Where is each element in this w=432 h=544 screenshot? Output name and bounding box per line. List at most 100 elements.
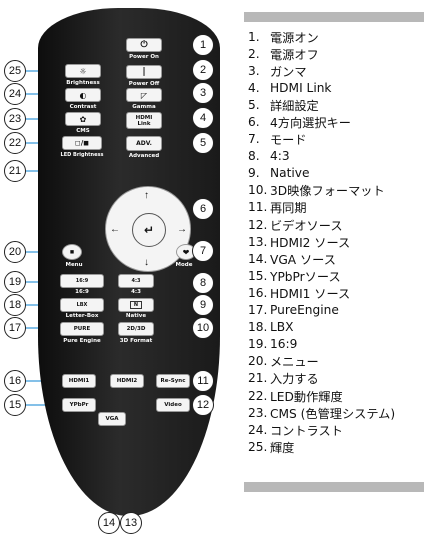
legend-item: 14.VGA ソース (248, 250, 430, 267)
legend-label: HDMI1 ソース (270, 286, 351, 301)
native-caption: Native (125, 313, 147, 319)
native-button[interactable]: N (118, 298, 154, 312)
power-off-button[interactable]: | (126, 65, 162, 79)
legend-number: 1. (248, 29, 260, 44)
legend-number: 22. (248, 388, 268, 403)
arrow-up-icon[interactable]: ↑ (144, 190, 149, 201)
mode-icon: ❤ (182, 247, 190, 257)
pure-engine-button[interactable]: PURE (60, 322, 104, 336)
aspect-4-3-label: 4:3 (131, 278, 141, 284)
legend-number: 14. (248, 251, 268, 266)
contrast-caption: Contrast (69, 104, 97, 110)
legend-item: 21.入力する (248, 370, 430, 387)
callout-20: 20 (4, 241, 26, 263)
legend-label: 詳細設定 (270, 98, 319, 113)
legend-number: 21. (248, 371, 268, 386)
menu-icon: ■ (69, 248, 75, 256)
legend-bottom-bar (244, 482, 424, 492)
legend-item: 18.LBX (248, 319, 430, 336)
mode-caption: Mode (175, 262, 193, 268)
legend-item: 6.4方向選択キー (248, 113, 430, 130)
aspect-4-3-caption: 4:3 (131, 289, 141, 295)
callout-7: 7 (192, 240, 214, 262)
legend-label: 電源オフ (270, 47, 319, 62)
ypbpr-label: YPbPr (69, 402, 89, 408)
legend-number: 3. (248, 63, 260, 78)
resync-button[interactable]: Re-Sync (156, 374, 190, 388)
ypbpr-button[interactable]: YPbPr (62, 398, 96, 412)
callout-9: 9 (192, 294, 214, 316)
gamma-button[interactable]: ◸ (126, 88, 162, 102)
callout-2: 2 (192, 59, 214, 81)
legend-item: 24.コントラスト (248, 421, 430, 438)
native-label: N (129, 301, 143, 309)
legend-item: 16.HDMI1 ソース (248, 284, 430, 301)
legend-label: 16:9 (270, 337, 298, 352)
legend-label: VGA ソース (270, 252, 336, 267)
callout-14: 14 (98, 512, 120, 534)
legend-label: PureEngine (270, 303, 339, 318)
legend-number: 5. (248, 97, 260, 112)
aspect-16-9-button[interactable]: 16:9 (60, 274, 104, 288)
video-button[interactable]: Video (156, 398, 190, 412)
hdmi-link-button[interactable]: HDMI Link (126, 112, 162, 129)
callout-8: 8 (192, 272, 214, 294)
led-brightness-button[interactable]: ◻/◼ (62, 136, 102, 150)
callout-18: 18 (4, 294, 26, 316)
legend-label: ガンマ (270, 64, 307, 79)
power-on-caption: Power On (129, 54, 159, 60)
legend-item: 13.HDMI2 ソース (248, 233, 430, 250)
legend-number: 24. (248, 422, 268, 437)
legend-label: 入力する (270, 372, 319, 387)
contrast-button[interactable]: ◐ (65, 88, 101, 102)
video-label: Video (164, 402, 182, 408)
legend-number: 20. (248, 354, 268, 369)
legend-item: 20.メニュー (248, 353, 430, 370)
menu-button[interactable]: ■ (62, 244, 82, 260)
resync-label: Re-Sync (160, 378, 186, 384)
remote-control: ⏻ Power On | Power Off ◸ Gamma HDMI Link… (38, 8, 220, 516)
hdmi1-label: HDMI1 (68, 378, 90, 384)
legend-item: 2.電源オフ (248, 45, 430, 62)
legend-item: 3. ガンマ (248, 62, 430, 79)
hdmi1-button[interactable]: HDMI1 (62, 374, 96, 388)
legend-number: 19. (248, 337, 268, 352)
enter-button[interactable]: ↵ (132, 213, 166, 247)
vga-button[interactable]: VGA (98, 412, 126, 426)
legend-item: 1.電源オン (248, 28, 430, 45)
legend-item: 17.PureEngine (248, 302, 430, 319)
arrow-right-icon[interactable]: → (177, 224, 187, 235)
advanced-button[interactable]: ADV. (126, 136, 162, 151)
3d-format-caption: 3D Format (119, 338, 153, 344)
legend-number: 6. (248, 115, 260, 130)
brightness-button[interactable]: ☼ (65, 64, 101, 78)
letter-box-caption: Letter-Box (65, 313, 99, 319)
callout-1: 1 (192, 34, 214, 56)
led-brightness-caption: LED Brightness (60, 152, 104, 158)
pure-label: PURE (73, 326, 91, 332)
aspect-16-9-label: 16:9 (75, 278, 89, 284)
legend-list: 1.電源オン 2.電源オフ 3. ガンマ 4.HDMI Link 5. 詳細設定 6… (248, 28, 430, 455)
arrow-left-icon[interactable]: ← (110, 224, 120, 235)
callout-5: 5 (192, 132, 214, 154)
aspect-4-3-button[interactable]: 4:3 (118, 274, 154, 288)
callout-10: 10 (192, 317, 214, 339)
lbx-label: LBX (76, 302, 88, 308)
hdmi2-button[interactable]: HDMI2 (110, 374, 144, 388)
legend-item: 4.HDMI Link (248, 79, 430, 96)
callout-6: 6 (192, 198, 214, 220)
cms-button[interactable]: ✿ (65, 112, 101, 126)
power-on-button[interactable]: ⏻ (126, 38, 162, 52)
legend-item: 22.LED動作輝度 (248, 387, 430, 404)
3d-format-button[interactable]: 2D/3D (118, 322, 154, 336)
legend-number: 11. (248, 200, 268, 215)
callout-24: 24 (4, 83, 26, 105)
four-way-selection-keys[interactable]: ↑ ↓ ← → ↵ (105, 186, 191, 272)
legend-label: モード (270, 133, 307, 148)
legend-item: 25.輝度 (248, 438, 430, 455)
arrow-down-icon[interactable]: ↓ (144, 257, 149, 268)
callout-19: 19 (4, 271, 26, 293)
callout-17: 17 (4, 317, 26, 339)
legend-item: 5. 詳細設定 (248, 96, 430, 113)
lbx-button[interactable]: LBX (60, 298, 104, 312)
